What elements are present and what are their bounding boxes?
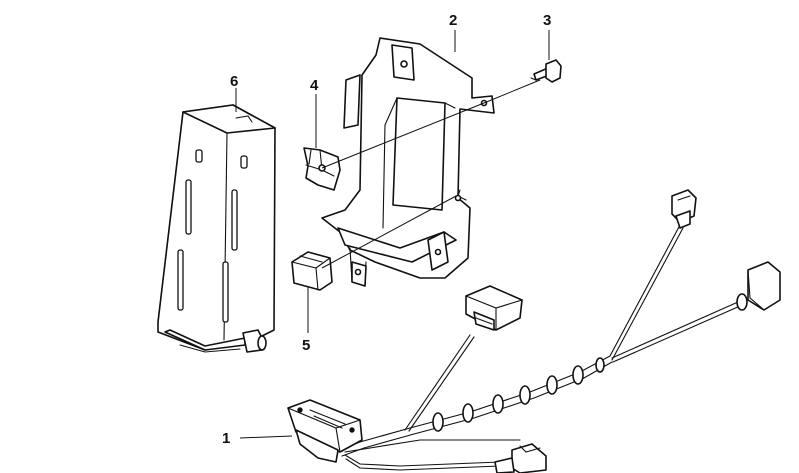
callout-4: 4 (310, 77, 319, 94)
part-4-clip (303, 94, 341, 191)
callout-1: 1 (222, 430, 230, 447)
callout-5: 5 (302, 337, 310, 354)
part-3-screw (530, 30, 562, 83)
callout-3: 3 (543, 12, 551, 29)
part-1-wiring-harness (239, 189, 781, 473)
part-2-bracket (321, 30, 541, 287)
part-6-control-unit (157, 88, 276, 353)
callout-6: 6 (230, 73, 238, 90)
callout-2: 2 (449, 12, 457, 29)
part-5-clip (291, 251, 333, 333)
